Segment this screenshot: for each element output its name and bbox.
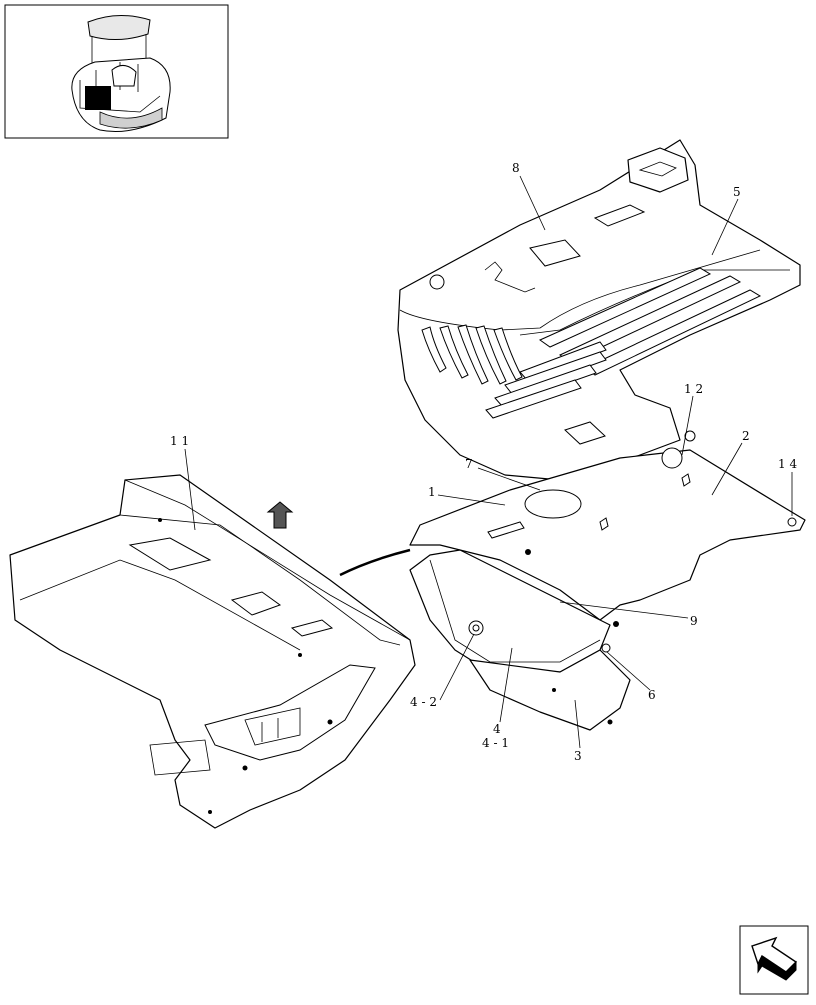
callout-labels: 8 5 1 2 2 1 4 1 1 7 1 9 6 4 - 2 4 4 - 1 … [170,161,797,763]
floor-frame [9,474,416,829]
callout-leaders [184,175,793,749]
callout-6: 6 [648,688,656,702]
callout-5: 5 [733,185,741,199]
direction-arrow-icon [266,501,411,577]
next-page-arrow-icon[interactable] [739,925,809,995]
callout-2: 2 [742,429,750,443]
callout-8: 8 [512,161,520,175]
floor-mat [397,139,801,481]
callout-4: 4 [493,722,501,736]
cab-location-thumbnail-icon[interactable] [4,4,229,139]
floor-plate [409,430,806,621]
callout-7: 7 [465,457,473,471]
callout-4-2: 4 - 2 [410,695,437,709]
callout-11: 1 1 [170,434,189,448]
callout-14: 1 4 [778,457,797,471]
callout-1: 1 [428,485,436,499]
callout-3: 3 [574,749,582,763]
callout-4-1: 4 - 1 [482,736,509,750]
callout-9: 9 [690,614,698,628]
callout-12: 1 2 [684,382,703,396]
side-console [409,549,631,731]
